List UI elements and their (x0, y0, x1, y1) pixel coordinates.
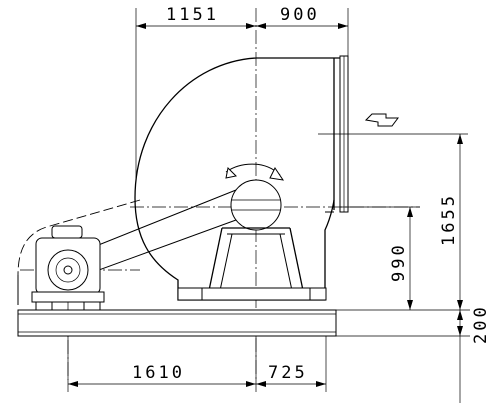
motor-top-box (51, 225, 83, 239)
dim-shaft-height: 990 (389, 242, 409, 282)
dim-base-height: 200 (471, 304, 487, 344)
dim-right-height: 1655 (439, 193, 459, 246)
base-frame (17, 309, 337, 337)
right-dimension-group: 990 1655 200 (318, 133, 487, 403)
flow-arrow-icon (364, 113, 399, 127)
top-dimension-group: 1151 900 (135, 5, 349, 180)
support-stand (177, 227, 327, 301)
dim-top-left: 1151 (166, 5, 219, 25)
bearing-circle (230, 179, 282, 231)
fan-housing (134, 55, 349, 301)
shaft-bearing (230, 179, 282, 231)
dim-bottom-right: 725 (268, 363, 308, 383)
bottom-dimension-group: 1610 725 (67, 336, 327, 392)
dim-top-right: 900 (280, 5, 320, 25)
dim-bottom-left: 1610 (132, 363, 185, 383)
rotation-arrow-icon (225, 163, 285, 181)
motor (31, 225, 105, 311)
